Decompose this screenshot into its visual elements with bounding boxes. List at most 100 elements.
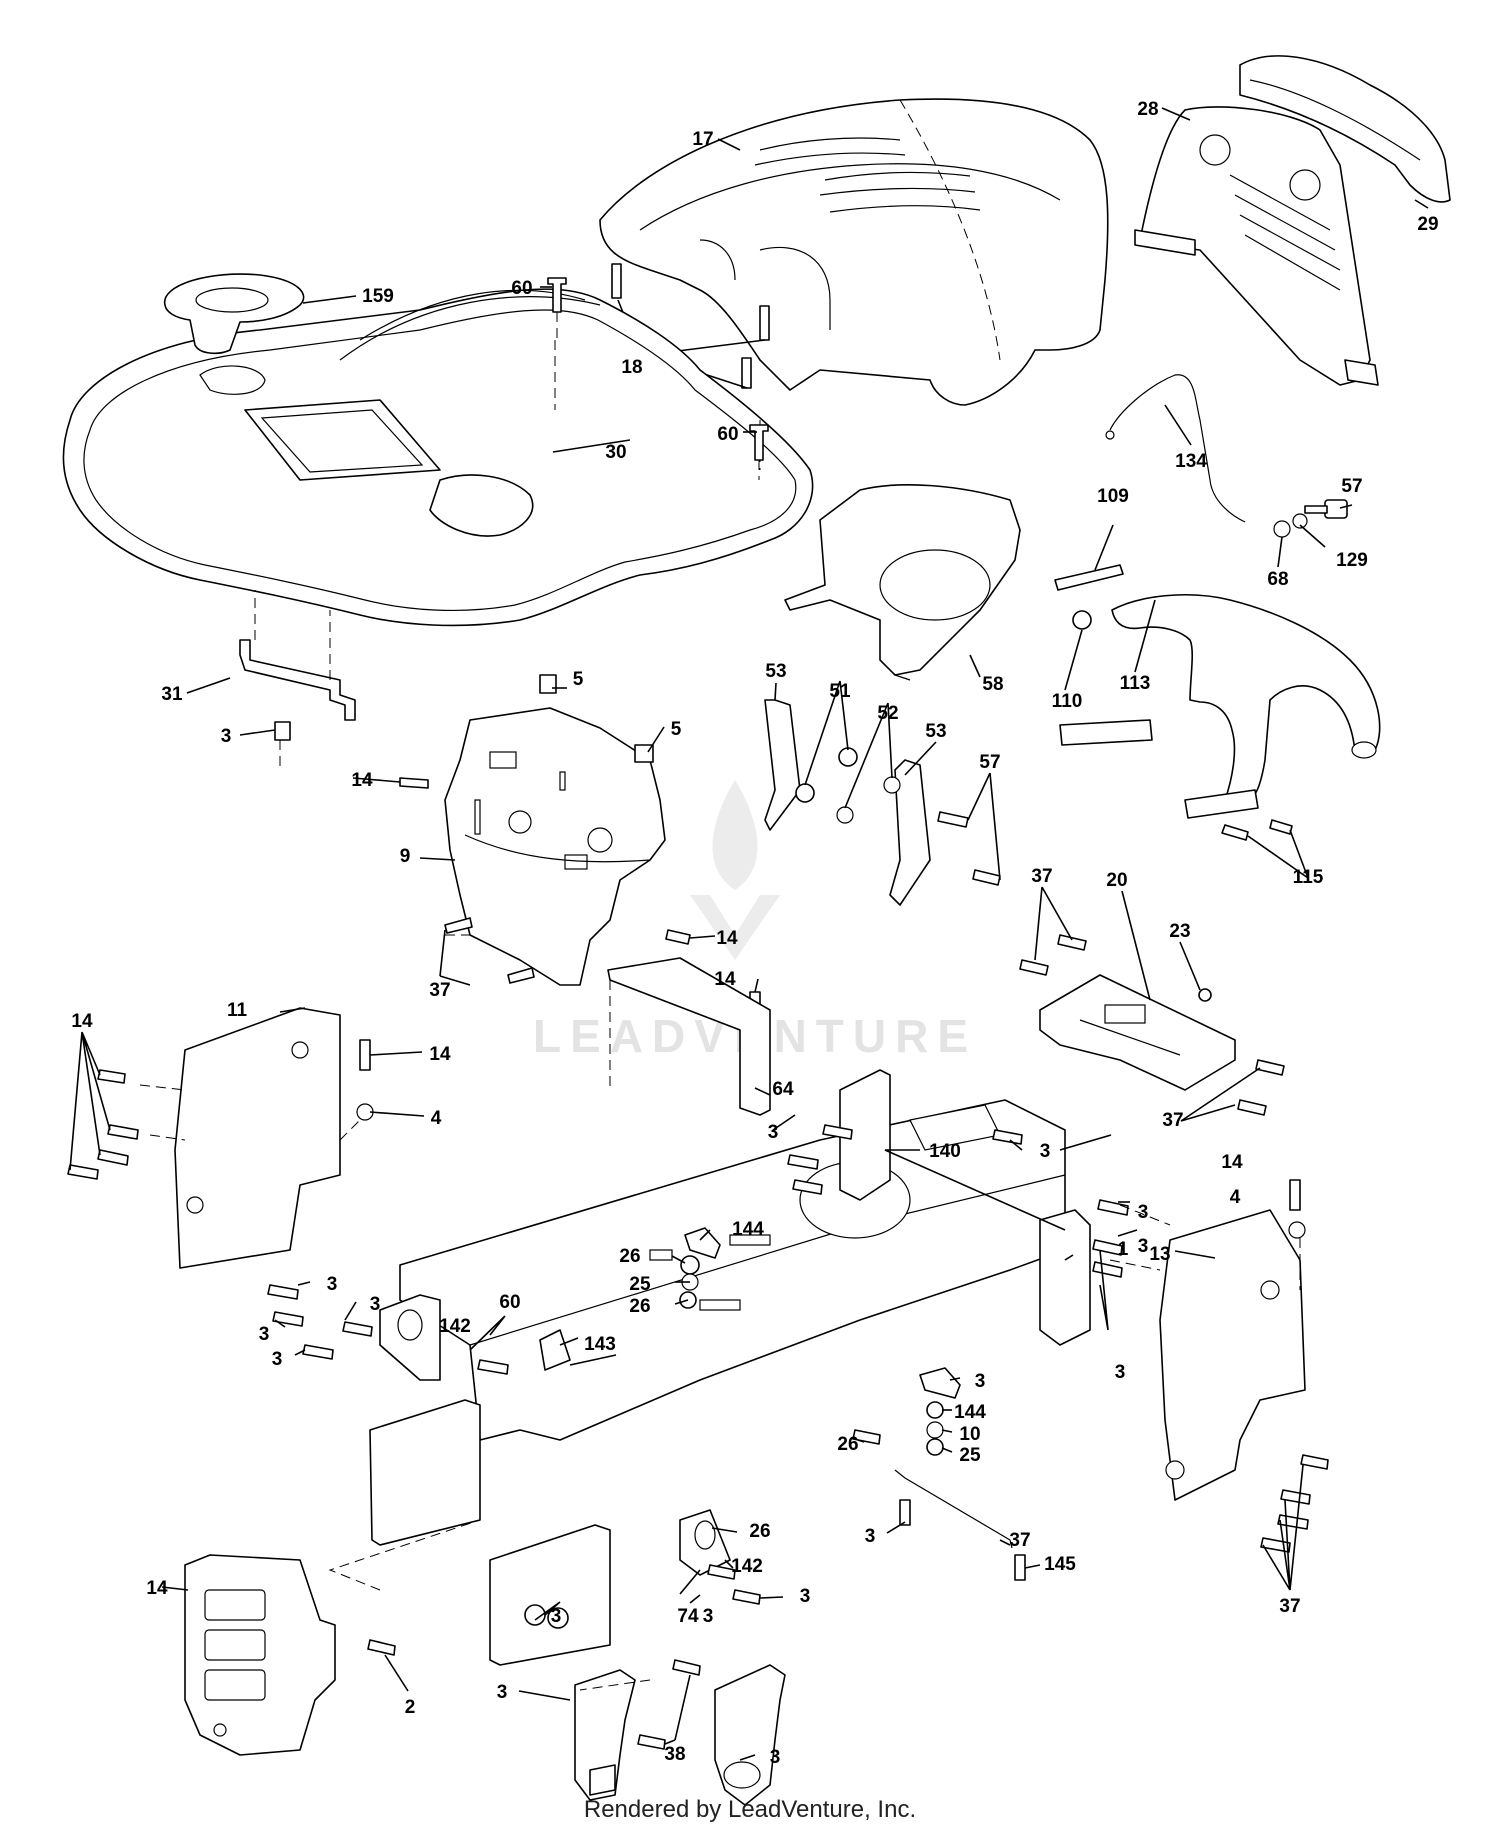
callout-3: 38 (664, 1744, 685, 1765)
part-140-plate (839, 1069, 891, 1201)
callout-3: 2 (405, 1697, 416, 1718)
callout-37: 37 (1162, 1110, 1183, 1131)
callout-53: 53 (765, 661, 786, 682)
footer-credit: Rendered by LeadVenture, Inc. (583, 1796, 917, 1823)
callout-60: 60 (511, 278, 532, 299)
callout-26: 25 (959, 1445, 981, 1466)
callout-74: 3 (551, 1606, 562, 1627)
part-28-grille (1134, 106, 1379, 386)
part-113-bumper-tube (1059, 594, 1381, 819)
callout-142: 142 (439, 1316, 471, 1337)
callout-31: 31 (161, 684, 183, 705)
callout-2: 14 (146, 1578, 168, 1599)
callout-3: 3 (221, 726, 232, 747)
callout-113: 113 (1120, 673, 1151, 694)
part-134-brake-rod (1105, 374, 1246, 523)
part-38-bracket (574, 1669, 666, 1801)
callout-3: 3 (1040, 1141, 1051, 1162)
part-145-rod (894, 1469, 1013, 1549)
callout-129: 129 (1336, 550, 1368, 571)
watermark-flame-icon (712, 780, 758, 890)
callout-37: 145 (1044, 1554, 1076, 1575)
part-13-side-plate (1159, 1179, 1329, 1553)
callout-37: 3 (865, 1526, 876, 1547)
part-58-dash-panel (784, 484, 1021, 681)
part-53-brackets (764, 699, 931, 906)
callout-57: 57 (1341, 476, 1362, 497)
callout-10: 26 (837, 1434, 858, 1455)
part-30-fender (62, 288, 814, 627)
callout-30: 30 (605, 442, 626, 463)
callout-9: 9 (400, 846, 411, 867)
callout-142: 26 (749, 1521, 770, 1542)
callout-3: 3 (800, 1586, 811, 1607)
callout-51: 51 (829, 681, 851, 702)
callout-26: 26 (619, 1246, 640, 1267)
callout-1: 1 (1118, 1239, 1129, 1260)
callout-144: 144 (732, 1219, 764, 1240)
callout-60: 60 (499, 1292, 520, 1313)
part-142-143-brackets (379, 1294, 731, 1576)
callout-4: 4 (1230, 1187, 1241, 1208)
part-31-bracket (239, 590, 356, 721)
callout-3: 3 (1138, 1236, 1149, 1257)
part-64-bracket (607, 957, 771, 1116)
part-1-frame (399, 1099, 1066, 1441)
leader-lines (69, 107, 1429, 1761)
callout-14: 37 (1279, 1596, 1300, 1617)
callout-140: 140 (929, 1141, 961, 1162)
callout-3: 3 (1138, 1202, 1149, 1223)
part-25-26-hardware (679, 1255, 944, 1456)
hood-vents (754, 137, 981, 213)
callout-60: 60 (717, 424, 738, 445)
callout-18: 18 (621, 357, 642, 378)
part-frame-side-plates (369, 1209, 1091, 1666)
callout-labels: 17 28 29 159 60 18 60 30 134 109 57 129 … (71, 99, 1438, 1768)
part-144-brackets (684, 1227, 961, 1399)
callout-11: 11 (227, 1000, 248, 1021)
part-60-bolts (547, 277, 769, 480)
callout-20: 20 (1106, 870, 1127, 891)
callout-23: 23 (1169, 921, 1190, 942)
callout-25: 25 (629, 1274, 651, 1295)
callout-3: 142 (731, 1556, 763, 1577)
callout-4: 4 (431, 1108, 442, 1129)
callout-5: 5 (671, 719, 682, 740)
callout-14: 14 (714, 969, 736, 990)
callout-14: 14 (429, 1044, 451, 1065)
callout-37: 37 (429, 980, 450, 1001)
callout-53: 53 (925, 721, 946, 742)
part-5-nuts (539, 674, 654, 763)
callout-13: 13 (1149, 1244, 1170, 1265)
part-115-bolts (1221, 819, 1293, 841)
callout-3: 3 (370, 1294, 381, 1315)
callout-143: 143 (584, 1334, 616, 1355)
part-129-68-57-fasteners (1273, 499, 1348, 538)
callout-3: 74 (677, 1606, 699, 1627)
callout-52: 52 (877, 703, 898, 724)
callout-68: 68 (1267, 569, 1288, 590)
part-109-bar (1054, 564, 1124, 591)
part-39-bracket (672, 1659, 786, 1806)
part-159-cup-holder (164, 273, 305, 355)
callout-159: 159 (362, 286, 394, 307)
callout-14: 14 (716, 928, 738, 949)
part-17-hood (599, 98, 1109, 406)
callout-29: 29 (1417, 214, 1438, 235)
callout-3: 3 (327, 1274, 338, 1295)
watermark-v-icon (690, 895, 780, 960)
callout-38: 3 (497, 1682, 508, 1703)
callout-3: 3 (768, 1122, 779, 1143)
part-2-front-plate (184, 1554, 396, 1756)
callout-3: 3 (1115, 1362, 1126, 1383)
part-29-grille-cap (1239, 55, 1451, 203)
callout-14: 14 (1221, 1152, 1243, 1173)
assembly-lines (139, 740, 1301, 1691)
callout-134: 134 (1175, 451, 1207, 472)
part-57-bolts (937, 811, 1001, 886)
callout-115: 115 (1293, 867, 1324, 888)
part-1-frame-bolts (267, 1124, 1129, 1605)
callout-26: 26 (629, 1296, 650, 1317)
callout-25: 10 (959, 1424, 980, 1445)
